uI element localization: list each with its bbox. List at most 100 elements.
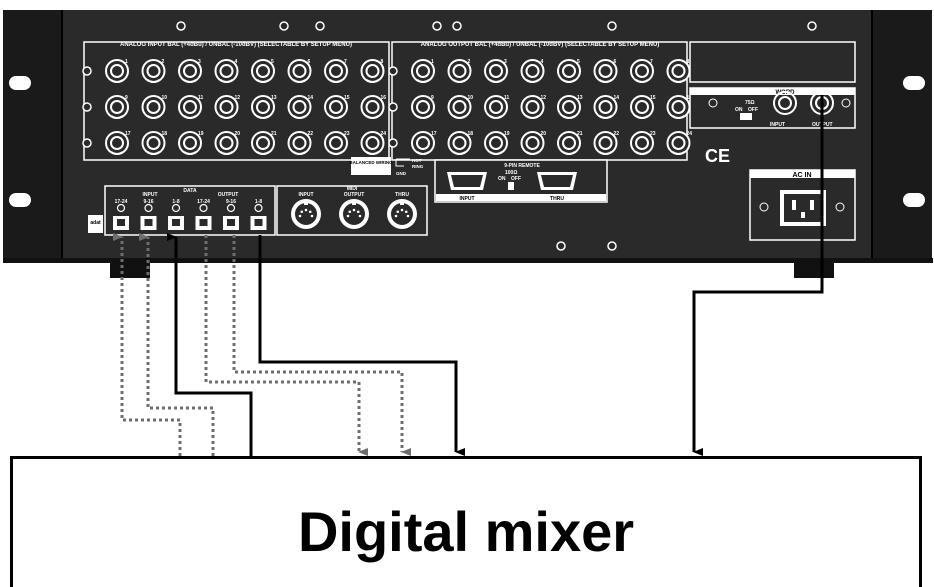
analog-input-screw bbox=[82, 66, 92, 76]
analog-output-jack-label: 12 bbox=[541, 95, 547, 101]
data-optical-port[interactable] bbox=[140, 216, 157, 230]
analog-output-jack-18[interactable] bbox=[447, 131, 472, 155]
analog-input-jack-1[interactable] bbox=[105, 59, 129, 83]
analog-input-jack-label: 1 bbox=[125, 59, 128, 65]
analog-output-jack-24[interactable] bbox=[666, 131, 691, 155]
analog-input-jack-22[interactable] bbox=[287, 131, 312, 155]
analog-input-jack-6[interactable] bbox=[287, 59, 312, 83]
analog-input-jack-label: 6 bbox=[308, 59, 311, 65]
data-port-label: 9-16 bbox=[143, 199, 153, 205]
analog-input-jack-14[interactable] bbox=[287, 95, 312, 119]
analog-output-jack-23[interactable] bbox=[630, 131, 654, 155]
word-input-label: INPUT bbox=[770, 122, 785, 128]
foot-left bbox=[110, 258, 150, 278]
analog-input-jack-12[interactable] bbox=[214, 95, 239, 119]
analog-output-jack-21[interactable] bbox=[557, 131, 581, 155]
data-input-label: INPUT bbox=[143, 192, 158, 198]
analog-output-jack-label: 10 bbox=[468, 95, 474, 101]
analog-output-jack-20[interactable] bbox=[520, 131, 545, 155]
analog-input-jack-15[interactable] bbox=[324, 95, 348, 119]
analog-input-jack-13[interactable] bbox=[251, 95, 275, 119]
analog-input-screw bbox=[82, 102, 92, 112]
data-port-screw bbox=[171, 203, 181, 213]
data-port-label: 1-8 bbox=[172, 199, 179, 205]
ce-mark: CE bbox=[705, 146, 730, 166]
analog-output-jack-19[interactable] bbox=[484, 131, 508, 155]
analog-input-jack-17[interactable] bbox=[105, 131, 129, 155]
analog-output-jack-22[interactable] bbox=[593, 131, 618, 155]
analog-output-jack-label: 22 bbox=[614, 131, 620, 137]
analog-input-jack-label: 12 bbox=[235, 95, 241, 101]
analog-output-jack-label: 23 bbox=[650, 131, 656, 137]
analog-input-jack-11[interactable] bbox=[178, 95, 202, 119]
balanced-wiring-box bbox=[351, 157, 391, 175]
analog-output-jack-15[interactable] bbox=[630, 95, 654, 119]
ac-screw-left bbox=[759, 202, 769, 212]
analog-input-jack-label: 8 bbox=[381, 59, 384, 65]
data-optical-port[interactable] bbox=[195, 216, 212, 230]
analog-input-jack-10[interactable] bbox=[141, 95, 166, 119]
analog-output-jack-6[interactable] bbox=[593, 59, 618, 83]
analog-output-jack-2[interactable] bbox=[447, 59, 472, 83]
sync-input-label: INPUT bbox=[460, 196, 475, 202]
analog-output-jack-3[interactable] bbox=[484, 59, 508, 83]
analog-input-jack-21[interactable] bbox=[251, 131, 275, 155]
analog-input-jack-23[interactable] bbox=[324, 131, 348, 155]
analog-output-jack-7[interactable] bbox=[630, 59, 654, 83]
analog-output-jack-11[interactable] bbox=[484, 95, 508, 119]
rack-ear-right bbox=[872, 10, 932, 260]
analog-output-jack-13[interactable] bbox=[557, 95, 581, 119]
analog-input-jack-2[interactable] bbox=[141, 59, 166, 83]
midi-output-port[interactable] bbox=[339, 199, 369, 229]
midi-thru-port[interactable] bbox=[387, 199, 417, 229]
data-optical-port[interactable] bbox=[113, 216, 129, 230]
sync-term-switch[interactable] bbox=[508, 182, 514, 190]
analog-output-jack-1[interactable] bbox=[411, 59, 435, 83]
analog-output-jack-9[interactable] bbox=[411, 95, 435, 119]
analog-input-jack-5[interactable] bbox=[251, 59, 275, 83]
data-optical-port[interactable] bbox=[223, 216, 239, 230]
data-output-label: OUTPUT bbox=[218, 192, 239, 198]
analog-input-jack-9[interactable] bbox=[105, 95, 129, 119]
sync-input-dsub[interactable] bbox=[447, 172, 487, 190]
analog-input-jack-19[interactable] bbox=[178, 131, 202, 155]
analog-input-jack-8[interactable] bbox=[360, 59, 385, 83]
analog-output-jack-label: 14 bbox=[614, 95, 620, 101]
analog-output-jack-10[interactable] bbox=[447, 95, 472, 119]
analog-input-jack-label: 19 bbox=[198, 131, 204, 137]
analog-input-jack-16[interactable] bbox=[360, 95, 385, 119]
blank-panel bbox=[689, 41, 856, 83]
word-term-switch[interactable] bbox=[740, 113, 752, 120]
data-optical-port[interactable] bbox=[168, 216, 184, 230]
midi-input-label: INPUT bbox=[299, 192, 314, 198]
rack-slot-left-top bbox=[9, 76, 31, 90]
analog-input-jack-4[interactable] bbox=[214, 59, 239, 83]
analog-output-jack-17[interactable] bbox=[411, 131, 435, 155]
digital-mixer: Digital mixer bbox=[10, 456, 922, 587]
analog-input-jack-label: 23 bbox=[344, 131, 350, 137]
analog-output-jack-12[interactable] bbox=[520, 95, 545, 119]
analog-output-jack-label: 6 bbox=[614, 59, 617, 65]
analog-input-jack-label: 24 bbox=[381, 131, 387, 137]
analog-input-jack-18[interactable] bbox=[141, 131, 166, 155]
analog-input-jack-7[interactable] bbox=[324, 59, 348, 83]
data-port-label: 9-16 bbox=[226, 199, 236, 205]
analog-output-jack-4[interactable] bbox=[520, 59, 545, 83]
analog-input-jack-24[interactable] bbox=[360, 131, 385, 155]
midi-input-port[interactable] bbox=[291, 199, 321, 229]
analog-output-jack-16[interactable] bbox=[666, 95, 691, 119]
data-optical-port[interactable] bbox=[250, 216, 267, 230]
analog-input-jack-3[interactable] bbox=[178, 59, 202, 83]
adat-logo-text: adat bbox=[90, 220, 101, 226]
data-port-screw bbox=[144, 203, 153, 213]
sync-thru-dsub[interactable] bbox=[537, 172, 577, 190]
analog-input-jack-label: 3 bbox=[198, 59, 201, 65]
word-input-bnc[interactable] bbox=[773, 91, 797, 115]
analog-input-jack-label: 17 bbox=[125, 131, 131, 137]
analog-output-jack-5[interactable] bbox=[557, 59, 581, 83]
analog-output-jack-14[interactable] bbox=[593, 95, 618, 119]
analog-input-jack-label: 13 bbox=[271, 95, 277, 101]
analog-input-jack-20[interactable] bbox=[214, 131, 239, 155]
